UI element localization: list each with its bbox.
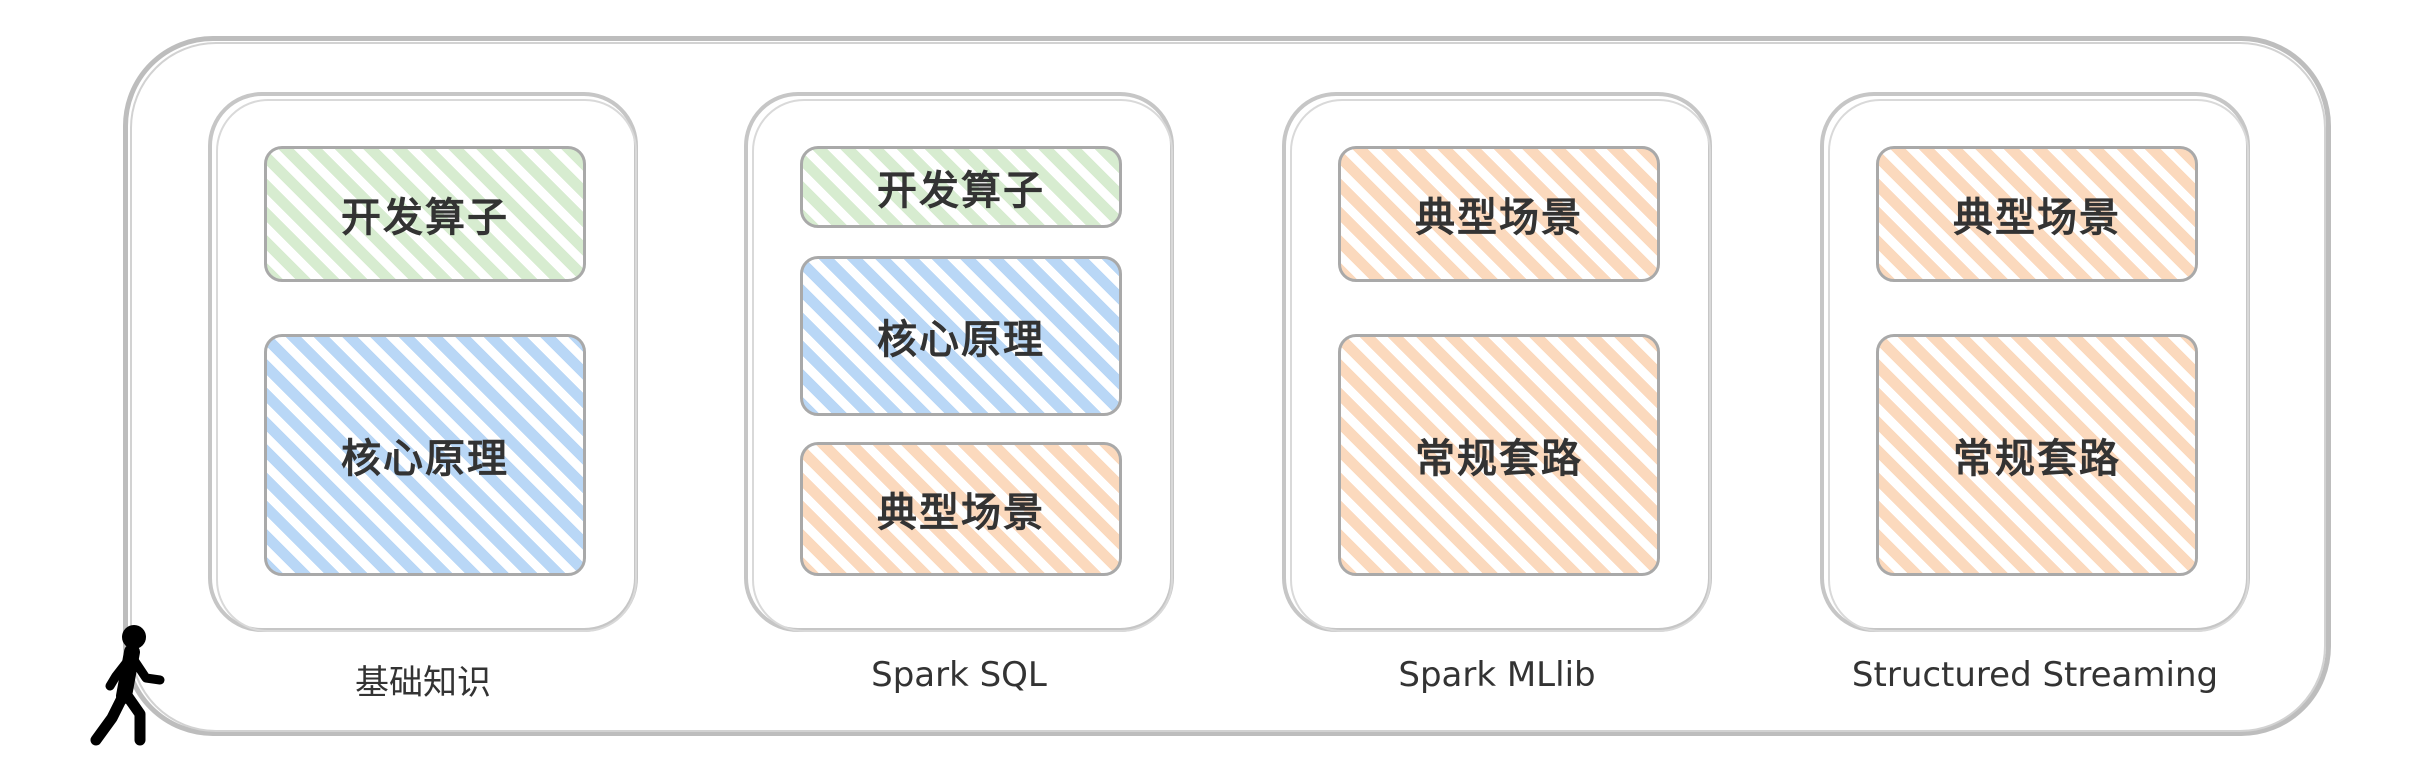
column-basics: 开发算子 核心原理 (208, 92, 638, 632)
column-label-structured-streaming: Structured Streaming (1851, 655, 2219, 695)
column-spark-sql: 开发算子 核心原理 典型场景 (744, 92, 1174, 632)
box-operator-dev: 开发算子 (800, 146, 1122, 228)
walking-person-icon (90, 625, 165, 746)
box-core-principle: 核心原理 (264, 334, 586, 576)
outer-frame-sketch-line (130, 42, 2326, 732)
column-structured-streaming: 典型场景 常规套路 (1820, 92, 2250, 632)
column-label-spark-mllib: Spark MLlib (1398, 655, 1596, 695)
box-typical-scenario: 典型场景 (800, 442, 1122, 576)
box-operator-dev: 开发算子 (264, 146, 586, 282)
box-core-principle: 核心原理 (800, 256, 1122, 416)
column-label-basics: 基础知识 (355, 663, 491, 703)
outer-frame (123, 36, 2331, 736)
box-typical-scenario: 典型场景 (1338, 146, 1660, 282)
box-typical-scenario: 典型场景 (1876, 146, 2198, 282)
column-spark-mllib: 典型场景 常规套路 (1282, 92, 1712, 632)
column-label-spark-sql: Spark SQL (871, 655, 1047, 695)
box-common-routine: 常规套路 (1338, 334, 1660, 576)
box-common-routine: 常规套路 (1876, 334, 2198, 576)
